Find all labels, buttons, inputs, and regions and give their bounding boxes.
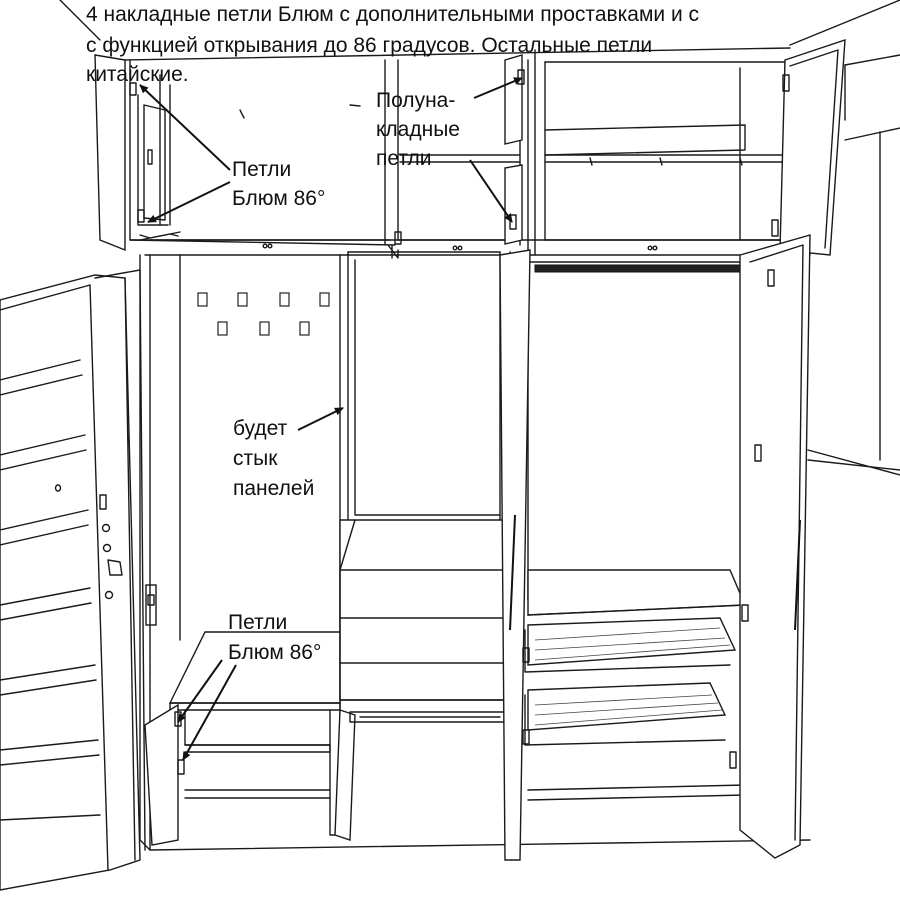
label-hinges-bottom-2: Блюм 86° — [228, 641, 322, 664]
upper-mezzanine — [94, 39, 846, 259]
label-hinges-bottom-1: Петли — [228, 611, 288, 634]
label-panel-joint-2: стык — [233, 447, 278, 470]
label-panel-joint-3: панелей — [233, 477, 315, 500]
entrance-door — [0, 269, 157, 891]
coat-hooks — [197, 292, 330, 336]
title-line-3: китайские. — [86, 63, 189, 86]
label-panel-joint-1: будет — [233, 417, 288, 440]
label-half-overlay-1: Полуна- — [376, 89, 456, 112]
title-line-2: с функцией открывания до 86 градусов. Ос… — [86, 34, 653, 57]
drawer-unit — [339, 519, 511, 723]
label-hinges-top-2: Блюм 86° — [232, 187, 326, 210]
bench-lower-left — [144, 631, 356, 846]
right-wardrobe — [499, 234, 811, 861]
annotation-arrows — [139, 77, 523, 761]
label-hinges-top-1: Петли — [232, 158, 292, 181]
label-half-overlay-2: кладные — [376, 118, 460, 141]
label-half-overlay-3: петли — [376, 147, 432, 170]
room-walls — [59, 0, 900, 476]
title-line-1: 4 накладные петли Блюм с дополнительными… — [86, 3, 700, 26]
